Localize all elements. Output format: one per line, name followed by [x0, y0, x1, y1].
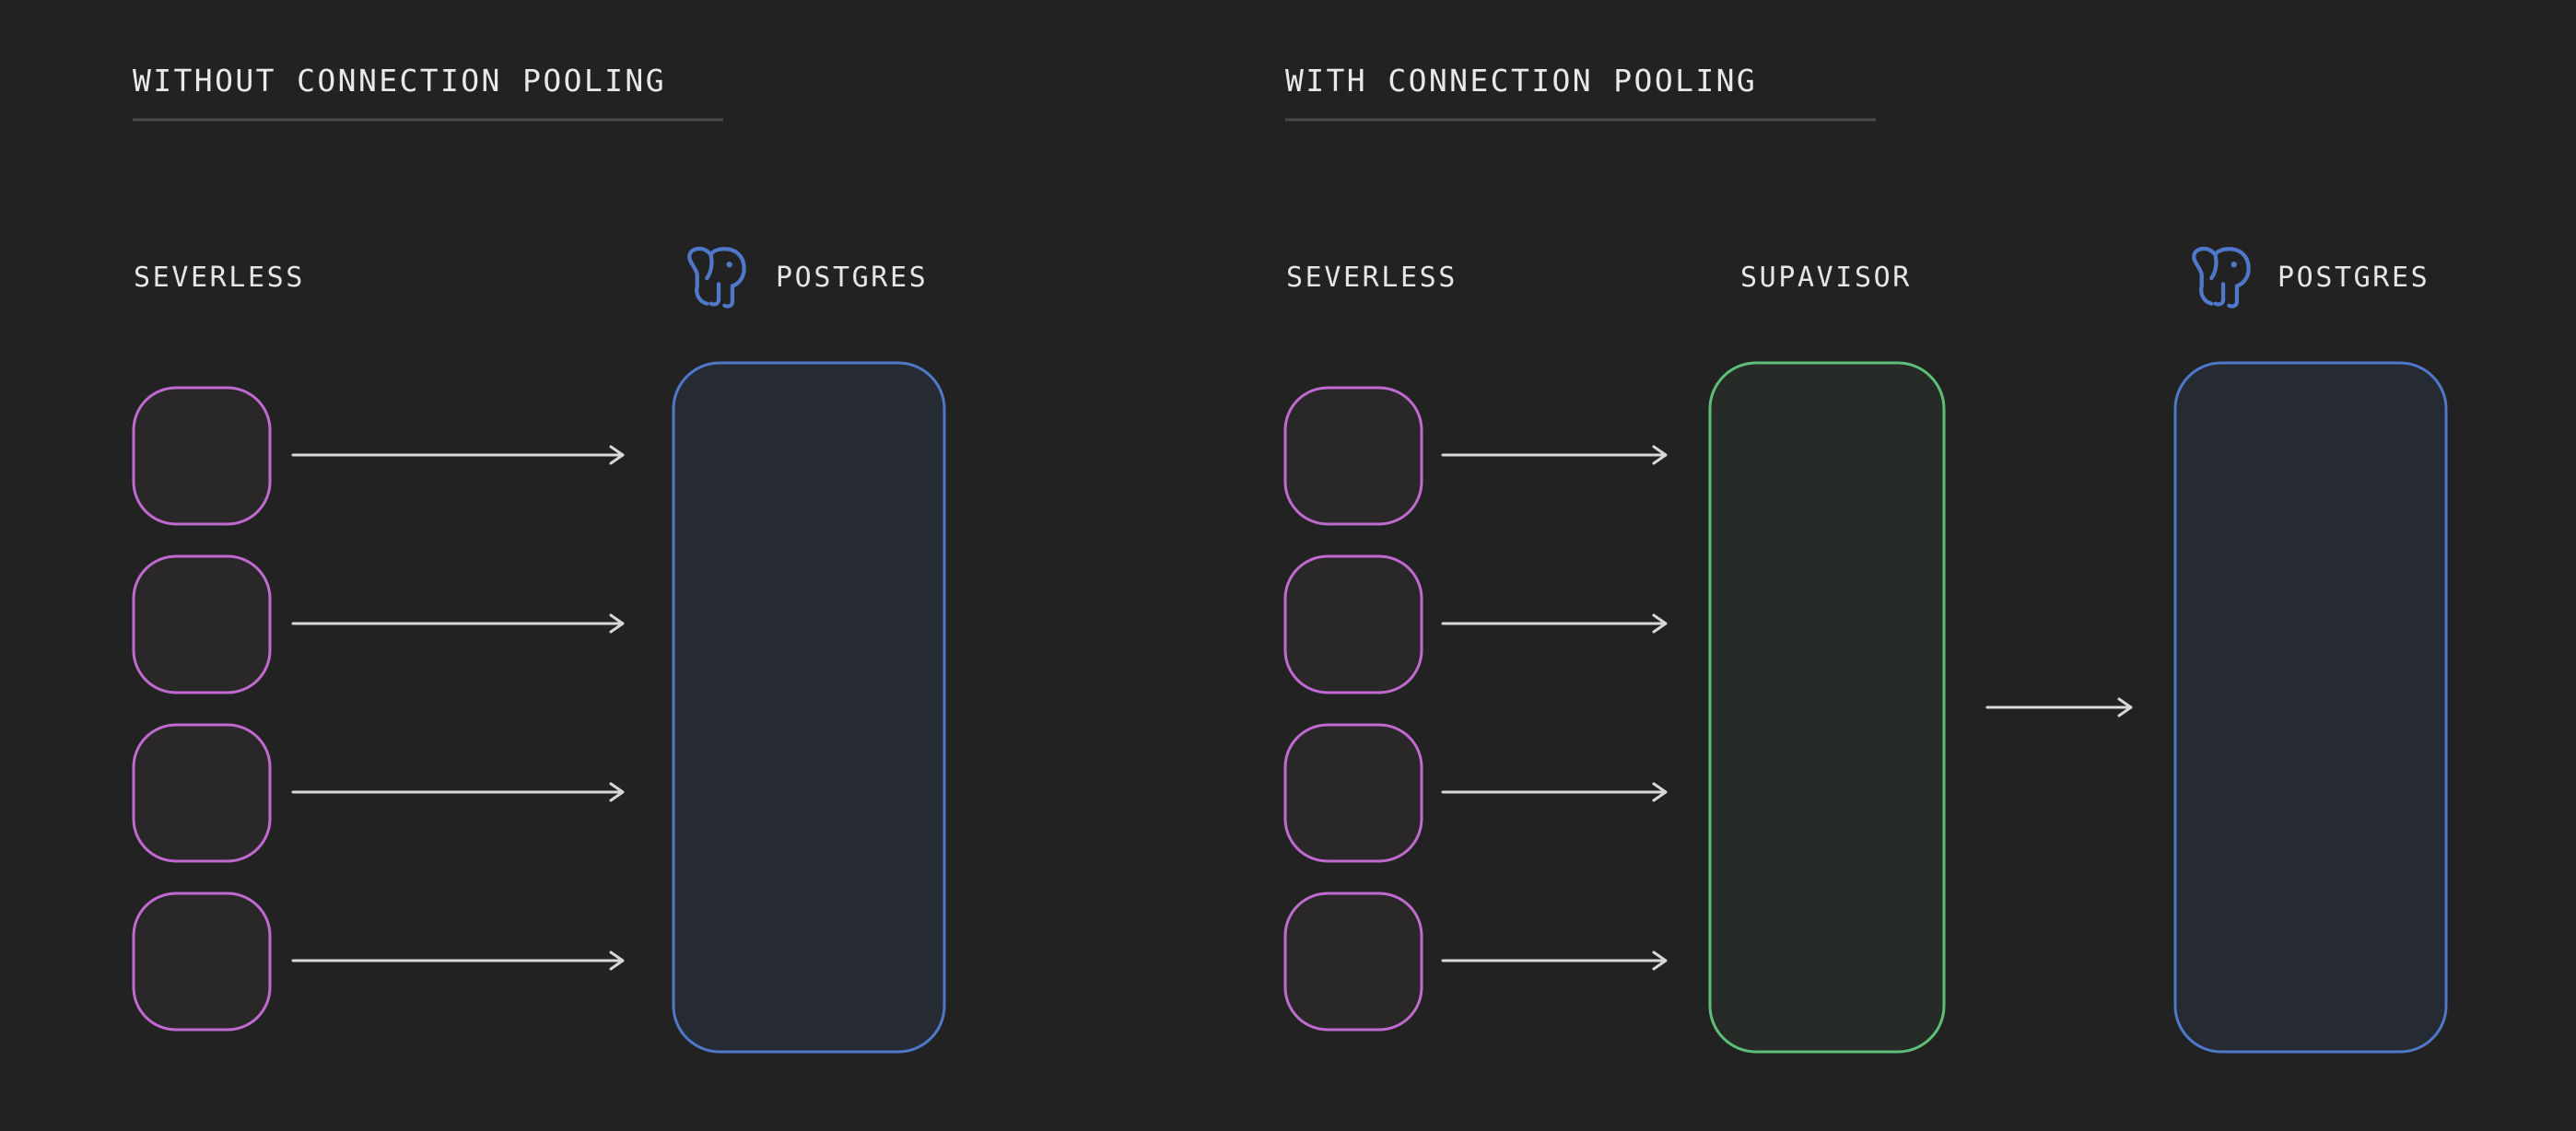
right-postgres-label: POSTGRES [2277, 262, 2430, 294]
right-serverless-client-3 [1283, 723, 1423, 863]
right-severless-label: SEVERLESS [1286, 262, 1458, 294]
right-connection-arrows [1441, 455, 1668, 961]
left-panel-title: WITHOUT CONNECTION POOLING [133, 63, 666, 99]
right-postgres-box [2173, 361, 2448, 1054]
right-client-boxes [1283, 386, 1423, 1032]
right-panel-title: WITH CONNECTION POOLING [1285, 63, 1757, 99]
right-serverless-client-4 [1283, 892, 1423, 1032]
left-serverless-client-4 [132, 892, 272, 1032]
right-serverless-client-1 [1283, 386, 1423, 526]
supavisor-box [1708, 361, 1946, 1054]
right-serverless-client-2 [1283, 554, 1423, 694]
postgres-elephant-icon [2194, 249, 2248, 307]
left-serverless-client-1 [132, 386, 272, 526]
left-client-boxes [132, 386, 272, 1032]
left-postgres-box [672, 361, 946, 1054]
left-serverless-client-3 [132, 723, 272, 863]
left-serverless-client-2 [132, 554, 272, 694]
left-connection-arrows [291, 455, 625, 961]
left-postgres-label: POSTGRES [776, 262, 928, 294]
left-severless-label: SEVERLESS [134, 262, 305, 294]
postgres-elephant-icon [689, 249, 744, 307]
right-panel-with-pooling: WITH CONNECTION POOLING SEVERLESS SUPAVI… [1283, 63, 2448, 1054]
left-panel-without-pooling: WITHOUT CONNECTION POOLING SEVERLESS POS… [132, 63, 946, 1054]
supavisor-label: SUPAVISOR [1740, 262, 1912, 294]
